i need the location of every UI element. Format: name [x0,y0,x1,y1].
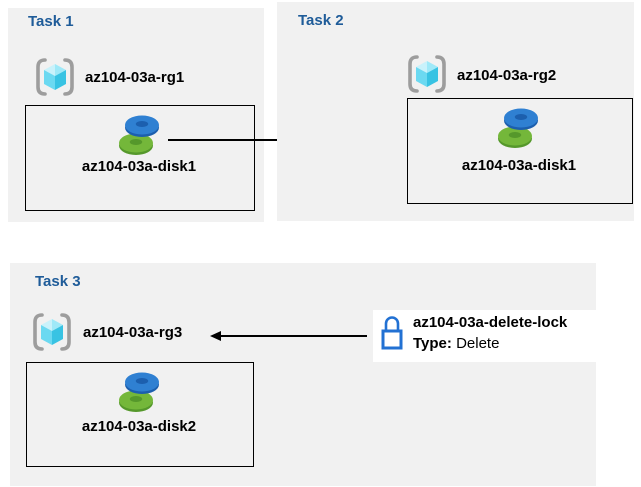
task3-resource-label: az104-03a-disk2 [81,418,197,435]
disk-icon [119,372,159,412]
task1-resource-box [25,105,255,211]
resource-group-icon [36,58,74,96]
task2-resource-label: az104-03a-disk1 [461,157,577,174]
task2-title: Task 2 [298,12,344,29]
task1-panel [8,8,264,222]
task2-resource-box [407,98,633,204]
lock-icon [381,316,403,350]
task3-resource-box [26,362,254,467]
task3-panel [10,263,596,486]
lock-type-value: Delete [456,335,500,352]
disk-icon [119,115,159,155]
task2-panel [277,2,634,221]
task1-resource-label: az104-03a-disk1 [81,158,197,175]
task2-resource-group-label: az104-03a-rg2 [457,67,557,84]
lock-card [373,310,596,362]
resource-group-icon [408,55,446,93]
lock-label-block: az104-03a-delete-lock Type: Delete [413,312,567,354]
task1-resource-group-label: az104-03a-rg1 [85,69,185,86]
resource-group-icon [33,313,71,351]
lock-type-label: Type: [413,335,452,352]
task3-title: Task 3 [35,273,81,290]
lock-arrow-line [219,335,367,337]
lock-arrow-head [210,331,221,341]
lock-name: az104-03a-delete-lock [413,314,568,331]
disk-icon [498,108,538,148]
task1-title: Task 1 [28,13,74,30]
task3-resource-group-label: az104-03a-rg3 [83,324,183,341]
